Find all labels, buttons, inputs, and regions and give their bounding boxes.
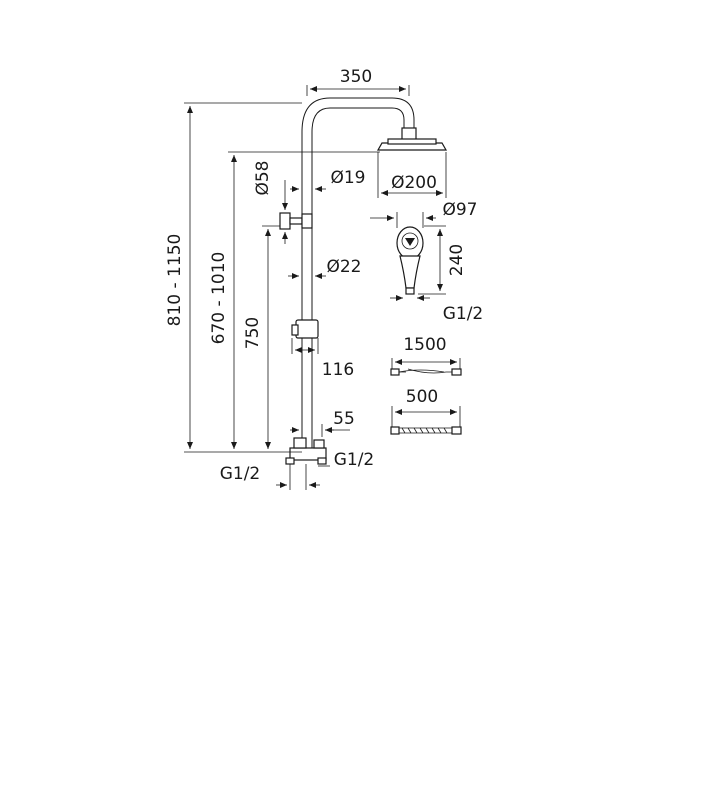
shower-column: [279, 97, 448, 465]
vertical-dimensions: [184, 102, 380, 453]
dim-hand-shower-length: 240: [447, 244, 467, 276]
dim-holder-offset: 116: [322, 360, 354, 380]
head-diameter-dimension: [377, 152, 447, 198]
dim-hose-long: 1500: [403, 335, 446, 355]
hand-shower-holder: [291, 319, 319, 339]
arm-nut: [401, 127, 417, 141]
wall-bracket: [279, 212, 313, 230]
inlet-dimensions: [276, 464, 330, 490]
dim-inlet-right: G1/2: [334, 450, 375, 470]
hose-short: [390, 406, 462, 435]
hand-shower-dimensions: [370, 212, 446, 301]
dim-bracket-diameter: Ø58: [253, 160, 273, 195]
dim-mixer-spacing: 55: [333, 409, 355, 429]
dim-overall-height: 810 - 1150: [165, 234, 185, 327]
dim-hose-short: 500: [406, 387, 438, 407]
dim-arm-pipe-diameter: Ø19: [330, 168, 365, 188]
dim-bracket-height: 750: [243, 317, 263, 349]
dim-head-height: 670 - 1010: [209, 252, 229, 345]
mixer-spacing-dimension: [290, 424, 350, 437]
dim-arm-length: 350: [340, 67, 372, 87]
mixer-body: [285, 437, 327, 465]
arm-bend: [301, 97, 415, 133]
dim-inlet-left: G1/2: [220, 464, 261, 484]
column-pipe: [301, 132, 313, 448]
holder-offset-dimension: [291, 338, 319, 354]
hand-shower: [396, 226, 424, 295]
dim-hand-shower-thread: G1/2: [443, 304, 484, 324]
dim-head-diameter: Ø200: [391, 173, 437, 193]
arm-length-dimension: [306, 85, 410, 96]
hose-long: [390, 358, 462, 376]
dim-hand-shower-diameter: Ø97: [442, 200, 477, 220]
dim-column-diameter: Ø22: [326, 257, 361, 277]
